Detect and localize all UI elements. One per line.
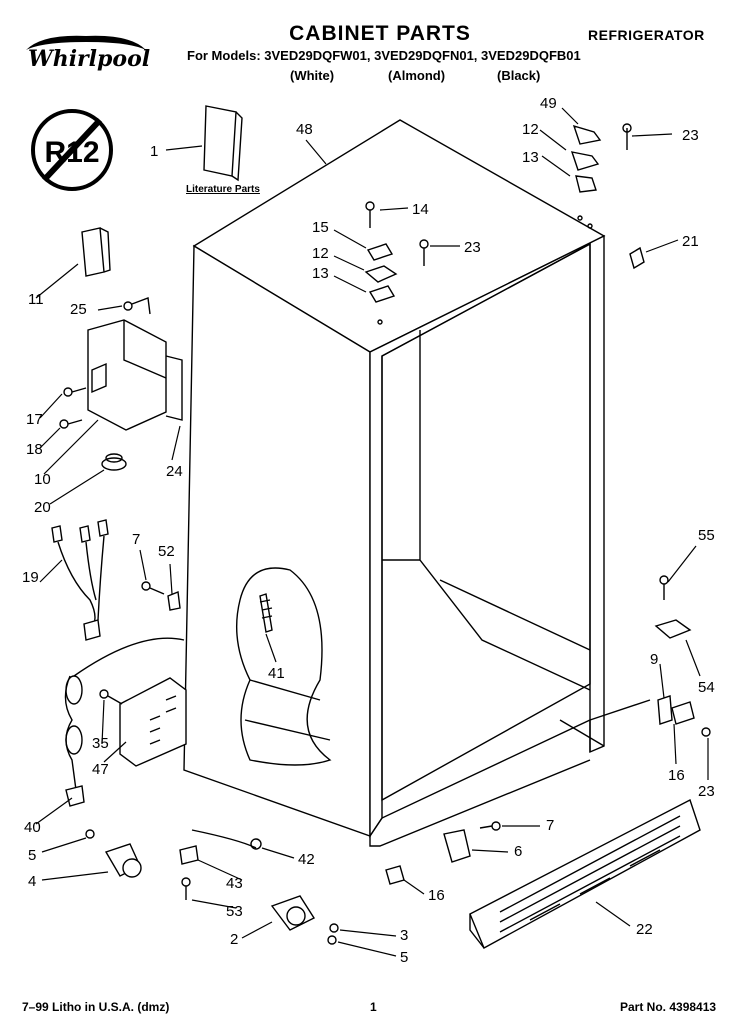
- callout-16a: 16: [668, 767, 685, 784]
- callout-23c: 23: [698, 783, 715, 800]
- callout-24: 24: [166, 463, 183, 480]
- callout-11: 11: [28, 291, 44, 308]
- callout-3: 3: [400, 927, 408, 944]
- callout-14: 14: [412, 201, 429, 218]
- part-16-bottom-clip: [385, 865, 405, 885]
- svg-text:R12: R12: [44, 136, 99, 169]
- callout-13a: 13: [522, 149, 539, 166]
- screws-17-18: [59, 387, 87, 429]
- part-19-harness: [51, 519, 109, 641]
- callout-25: 25: [70, 301, 87, 318]
- callout-1: 1: [150, 143, 158, 160]
- callout-52: 52: [158, 543, 175, 560]
- models-line: For Models: 3VED29DQFW01, 3VED29DQFN01, …: [187, 48, 581, 63]
- part-11-block: [81, 227, 111, 277]
- callout-40: 40: [24, 819, 41, 836]
- footer-part-no: Part No. 4398413: [620, 1000, 717, 1014]
- part-22-grille: [469, 799, 701, 949]
- part-6-bracket: [443, 821, 501, 863]
- callout-10: 10: [34, 471, 51, 488]
- callout-53: 53: [226, 903, 243, 920]
- callout-7b: 7: [546, 817, 554, 834]
- part-21-clip: [629, 246, 645, 270]
- callout-23b: 23: [464, 239, 481, 256]
- color-white: (White): [290, 68, 335, 83]
- whirlpool-logo: Whirlpool: [22, 30, 150, 74]
- callout-35: 35: [92, 735, 109, 752]
- callout-20: 20: [34, 499, 51, 516]
- page-title: CABINET PARTS: [289, 22, 471, 45]
- callout-43: 43: [226, 875, 243, 892]
- callout-41: 41: [268, 665, 285, 682]
- part-20-grommet: [101, 453, 127, 471]
- part-47-plate: [99, 677, 187, 767]
- callout-19: 19: [22, 569, 39, 586]
- part-10-relay-box: [87, 297, 183, 431]
- hinge-top-right: [570, 123, 632, 193]
- callout-42: 42: [298, 851, 315, 868]
- part-9-16-bracket: [589, 695, 711, 737]
- callout-5a: 5: [28, 847, 36, 864]
- literature-parts-label: Literature Parts: [186, 184, 260, 195]
- callout-55: 55: [698, 527, 715, 544]
- callout-18: 18: [26, 441, 43, 458]
- callout-47: 47: [92, 761, 109, 778]
- part-42-43-53-tube: [179, 829, 262, 900]
- callout-54: 54: [698, 679, 715, 696]
- color-almond: (Almond): [388, 68, 446, 83]
- part-54-bracket: [654, 575, 692, 639]
- callout-16b: 16: [428, 887, 445, 904]
- callout-9: 9: [650, 651, 658, 668]
- callout-7a: 7: [132, 531, 140, 548]
- callout-49: 49: [540, 95, 557, 112]
- literature-booklet: [203, 105, 243, 182]
- callout-4: 4: [28, 873, 36, 890]
- page-subtitle: REFRIGERATOR: [588, 27, 705, 43]
- hinge-top-center: [364, 201, 429, 303]
- callout-17: 17: [26, 411, 43, 428]
- callout-48: 48: [296, 121, 313, 138]
- cabinet-outline: [183, 119, 606, 847]
- callout-2: 2: [230, 931, 238, 948]
- callout-5b: 5: [400, 949, 408, 966]
- screws-7-52: [141, 581, 181, 611]
- part-4-5-wheel: [85, 829, 142, 878]
- callout-15: 15: [312, 219, 329, 236]
- callout-labels: 1 48 49 12 23 13 14 15 23 12 13 21 11 25…: [22, 95, 715, 966]
- callout-22: 22: [636, 921, 653, 938]
- leader-lines: [35, 107, 709, 957]
- part-41-screw: [259, 593, 273, 633]
- part-2-3-5-roller: [270, 895, 339, 945]
- svg-text:Whirlpool: Whirlpool: [28, 46, 150, 72]
- footer-litho: 7–99 Litho in U.S.A. (dmz): [22, 1000, 170, 1014]
- callout-12b: 12: [312, 245, 329, 262]
- callout-23a: 23: [682, 127, 699, 144]
- callout-12a: 12: [522, 121, 539, 138]
- footer-page: 1: [370, 1000, 377, 1014]
- callout-6: 6: [514, 843, 522, 860]
- color-black: (Black): [497, 68, 541, 83]
- r12-badge: R12: [31, 109, 113, 191]
- callout-13b: 13: [312, 265, 329, 282]
- callout-21: 21: [682, 233, 699, 250]
